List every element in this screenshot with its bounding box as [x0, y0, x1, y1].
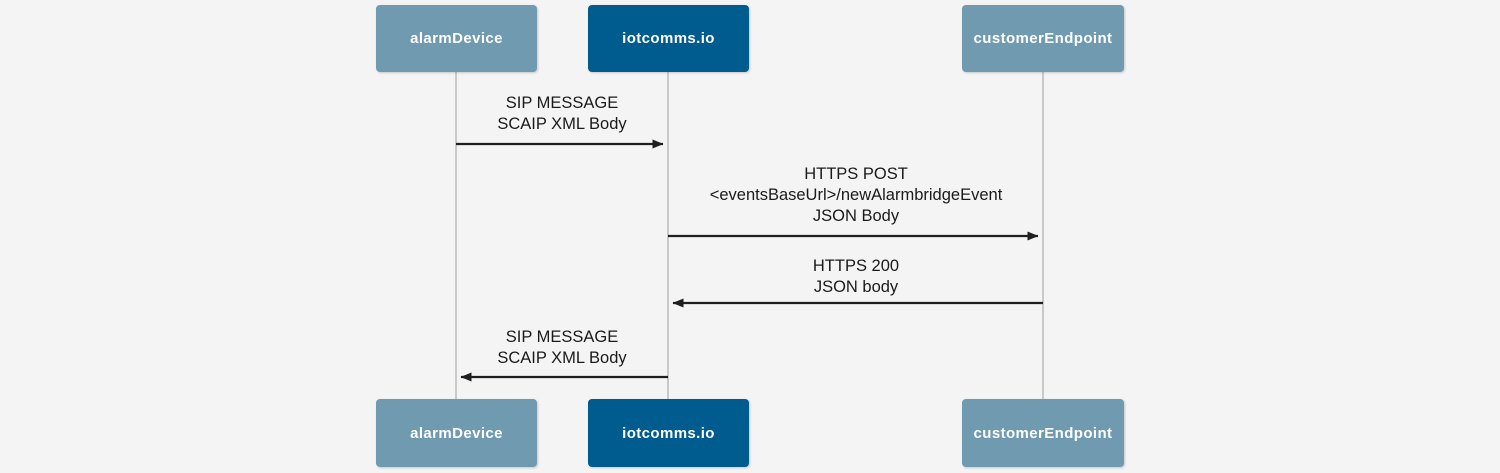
message-label-line: JSON Body [812, 207, 900, 225]
message-label-line: HTTPS 200 [812, 257, 900, 275]
participant-box-alarmDevice-bottom[interactable]: alarmDevice [376, 399, 537, 467]
participant-box-customerEndpoint-top[interactable]: customerEndpoint [962, 5, 1124, 72]
message-label-sip-message-out: SIP MESSAGE SCAIP XML Body [362, 327, 762, 369]
participant-label-customerEndpoint-top: customerEndpoint [973, 30, 1113, 47]
message-label-line: SCAIP XML Body [497, 349, 627, 367]
participant-label-iotcomms-bottom: iotcomms.io [622, 424, 715, 442]
message-label-line: <eventsBaseUrl>/newAlarmbridgeEvent [709, 186, 1003, 204]
message-label-https-post: HTTPS POST <eventsBaseUrl>/newAlarmbridg… [606, 164, 1106, 227]
message-label-line: SIP MESSAGE [505, 94, 619, 112]
participant-label-customerEndpoint-bottom: customerEndpoint [973, 424, 1113, 442]
message-label-line: SIP MESSAGE [505, 328, 619, 346]
message-label-https-200: HTTPS 200 JSON body [656, 256, 1056, 298]
participant-label-alarmDevice-bottom: alarmDevice [410, 424, 503, 442]
message-label-line: HTTPS POST [804, 165, 908, 183]
participant-box-alarmDevice-top[interactable]: alarmDevice [376, 5, 537, 72]
message-label-line: JSON body [813, 278, 899, 296]
participant-label-iotcomms-top: iotcomms.io [622, 30, 715, 47]
participant-box-iotcomms-bottom[interactable]: iotcomms.io [588, 399, 749, 467]
message-arrows [456, 139, 1043, 382]
message-label-line: SCAIP XML Body [497, 115, 627, 133]
message-label-sip-message-in: SIP MESSAGE SCAIP XML Body [362, 93, 762, 135]
participant-box-customerEndpoint-bottom[interactable]: customerEndpoint [962, 399, 1124, 467]
participant-label-alarmDevice-top: alarmDevice [410, 30, 503, 47]
participant-box-iotcomms-top[interactable]: iotcomms.io [588, 5, 749, 72]
